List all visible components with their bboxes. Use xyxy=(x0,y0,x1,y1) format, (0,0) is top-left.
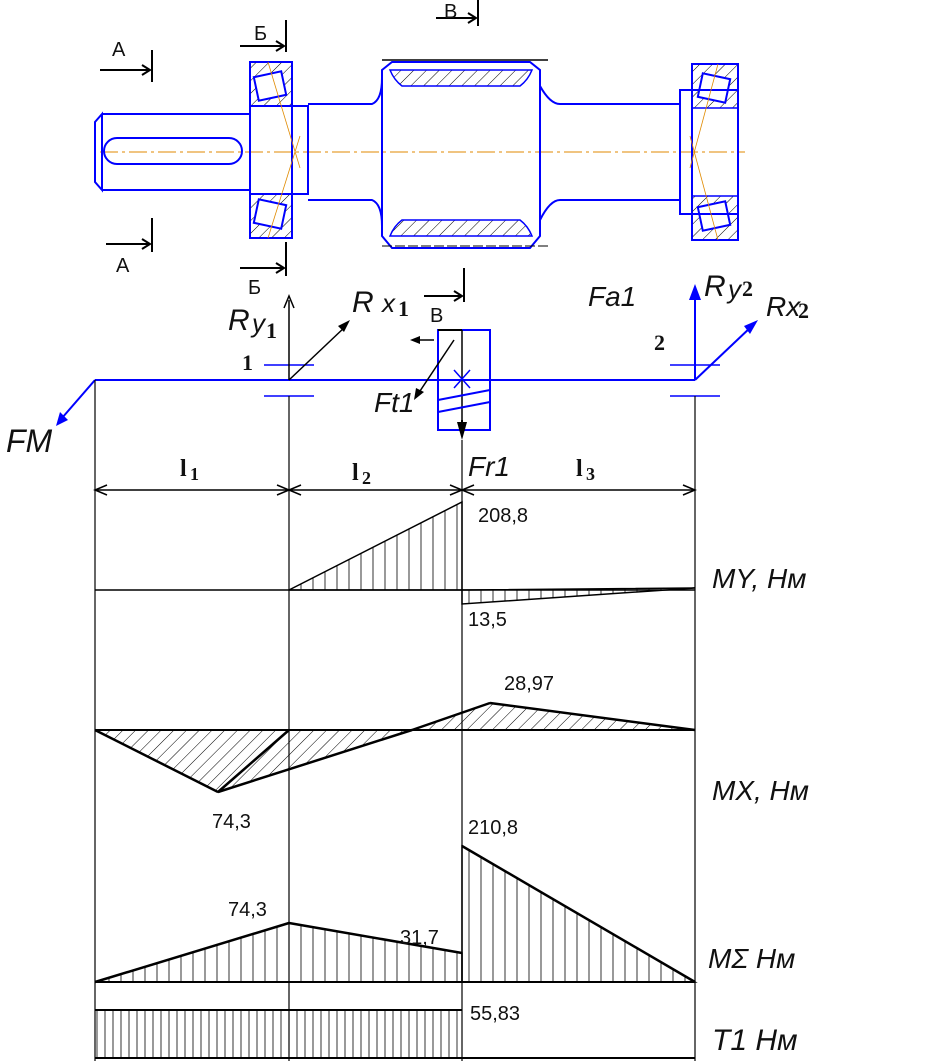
ry1-y-label: y xyxy=(250,308,267,338)
ry2-r-label: R xyxy=(704,270,726,303)
support-2-label: 2 xyxy=(654,330,665,355)
section-a-top: А xyxy=(100,39,153,82)
section-a-label-bottom: А xyxy=(116,255,130,277)
msum-value-max: 210,8 xyxy=(468,817,518,839)
l1-sub-label: 1 xyxy=(190,464,199,484)
section-a-bottom: А xyxy=(106,218,153,277)
fr1-label: Fr1 xyxy=(468,451,510,482)
rx1-x-label: x xyxy=(380,288,396,318)
msum-value-b: 31,7 xyxy=(400,927,439,949)
section-b-bottom: Б xyxy=(240,242,287,299)
mx-diagram: 28,97 74,3 MX, Нм xyxy=(94,673,809,833)
keyway xyxy=(103,137,243,165)
my-diagram: 208,8 13,5 MY, Нм xyxy=(95,500,806,631)
ry1-sub-label: 1 xyxy=(266,318,277,343)
support-1-label: 1 xyxy=(242,350,253,375)
msum-diagram: 74,3 31,7 210,8 MΣ Нм xyxy=(94,817,795,984)
shaft-drawing: А А Б Б В В xyxy=(94,0,745,327)
l3-label: l xyxy=(576,456,583,482)
fa1-label: Fa1 xyxy=(588,281,636,312)
ft1-label: Ft1 xyxy=(374,387,414,418)
t1-value: 55,83 xyxy=(470,1003,520,1025)
section-a-label-top: А xyxy=(112,39,126,61)
section-v-label-top: В xyxy=(444,1,457,23)
section-v-top: В xyxy=(436,0,479,26)
l2-sub-label: 2 xyxy=(362,468,371,488)
gear-block xyxy=(381,59,548,249)
ry1-r-label: R xyxy=(228,304,250,337)
l2-label: l xyxy=(352,460,359,486)
right-bearing xyxy=(679,63,739,241)
l1-label: l xyxy=(180,456,187,482)
ry2-y-label: y xyxy=(726,274,743,304)
l3-sub-label: 3 xyxy=(586,464,595,484)
shaft-right xyxy=(539,85,680,221)
torque-diagram: 55,83 T1 Нм xyxy=(95,1003,798,1059)
t1-axis-label: T1 Нм xyxy=(712,1024,798,1057)
force-scheme: R y 1 R x 1 1 2 Fa1 Ft1 Fr1 FM R y 2 Rx … xyxy=(6,270,809,482)
mx-value-max: 28,97 xyxy=(504,673,554,695)
msum-value-a: 74,3 xyxy=(228,899,267,921)
my-value-max: 208,8 xyxy=(478,505,528,527)
rx1-r-label: R xyxy=(352,286,374,319)
rx1-sub-label: 1 xyxy=(398,296,409,321)
mx-value-min: 74,3 xyxy=(212,811,251,833)
ry2-sub-label: 2 xyxy=(742,276,753,301)
msum-axis-label: MΣ Нм xyxy=(708,943,795,974)
section-b-label-bottom: Б xyxy=(248,277,261,299)
my-value-min: 13,5 xyxy=(468,609,507,631)
rx2-r-label: Rx xyxy=(766,291,801,322)
section-b-top: Б xyxy=(240,20,287,52)
my-axis-label: MY, Нм xyxy=(712,563,806,594)
rx2-sub-label: 2 xyxy=(798,298,809,323)
section-v-label-bottom: В xyxy=(430,305,443,327)
section-v-bottom: В xyxy=(424,268,465,327)
left-bearing xyxy=(249,61,309,239)
section-b-label-top: Б xyxy=(254,23,267,45)
mx-axis-label: MX, Нм xyxy=(712,775,809,806)
fm-label: FM xyxy=(6,423,53,459)
